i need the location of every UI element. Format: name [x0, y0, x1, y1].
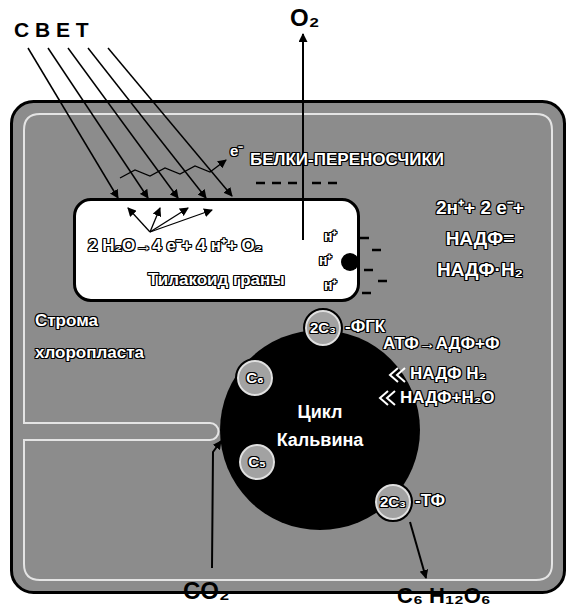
chevron [390, 368, 398, 382]
calvin-cycle-circle: Цикл Кальвина2С₃-ФГКС₆С₅2С₃-ТФ [220, 330, 420, 530]
oxygen-arrow [302, 34, 304, 240]
dash [312, 182, 321, 185]
dash [364, 269, 373, 272]
dash [362, 292, 371, 295]
light-ray [88, 48, 206, 198]
electron-label: e⁻ [230, 142, 243, 159]
electron-arrow [150, 210, 212, 232]
dash [360, 237, 369, 240]
dash [256, 182, 265, 185]
light-ray [48, 48, 148, 198]
light-ray [28, 48, 118, 198]
oxygen-label: O₂ [290, 4, 319, 32]
compound-name: 2С₃ [375, 484, 411, 520]
dash [288, 182, 297, 185]
co2-arrow [212, 441, 221, 568]
node-title: Цикл Кальвина [265, 398, 375, 454]
inner-membrane [24, 114, 552, 580]
light-rays [28, 48, 232, 198]
node-title: Тилакоид граны [148, 270, 285, 290]
proton-label: н⁺ [319, 252, 332, 268]
dash [378, 280, 387, 283]
compound-circle: 2С₃-ТФ [373, 482, 413, 522]
chevron [397, 368, 405, 382]
charge-dashes [256, 183, 387, 293]
region-label: Строма хлоропласта [35, 305, 160, 369]
atp-synthase-dot [341, 253, 359, 271]
co2-label: CO₂ [183, 577, 230, 605]
electron-arrows [120, 160, 226, 232]
reaction-text: АТФ→АДФ+Ф [383, 334, 499, 354]
compound-circle: С₆ [235, 358, 275, 398]
outer-membrane [12, 102, 565, 593]
compound-name: С₅ [239, 444, 275, 480]
chevron [380, 391, 388, 405]
electron-arrow [150, 208, 188, 232]
electron-arrow [150, 208, 160, 232]
light-ray [68, 48, 178, 198]
electron-arrow [128, 208, 150, 232]
dash [272, 182, 281, 185]
glucose-arrow [410, 522, 426, 578]
reaction-text: 2 H₂O→4 e⁻+ 4 н⁺+ O₂ [88, 236, 262, 256]
compound-circle: 2С₃-ФГК [303, 308, 343, 348]
dash [372, 249, 381, 252]
light-label: С В Е Т [14, 18, 89, 42]
glucose-label: C₆ H₁₂O₆ [397, 583, 491, 608]
reaction-text: НАДФ+Н₂О [400, 388, 495, 408]
proton-label: н⁺ [324, 277, 337, 293]
compound-name: С₆ [237, 360, 273, 396]
thylakoid-box: 2 H₂O→4 e⁻+ 4 н⁺+ O₂ Тилакоид граны [73, 198, 360, 302]
compound-suffix: -ФГК [345, 317, 385, 337]
electron-path [120, 160, 226, 178]
dash [328, 182, 337, 185]
reaction-text: НАДФ Н₂ [410, 364, 486, 384]
light-ray [108, 48, 232, 196]
chevron [387, 391, 395, 405]
compound-name: 2С₃ [305, 310, 341, 346]
compound-suffix: -ТФ [415, 491, 445, 511]
reaction-text: 2н⁺+ 2 е⁻+ НАДФ= НАДФ·Н₂ [405, 192, 555, 285]
carrier-label: БЕЛКИ-ПЕРЕНОСЧИКИ [250, 150, 444, 170]
proton-label: н⁺ [324, 228, 337, 244]
compound-circle: С₅ [237, 442, 277, 482]
